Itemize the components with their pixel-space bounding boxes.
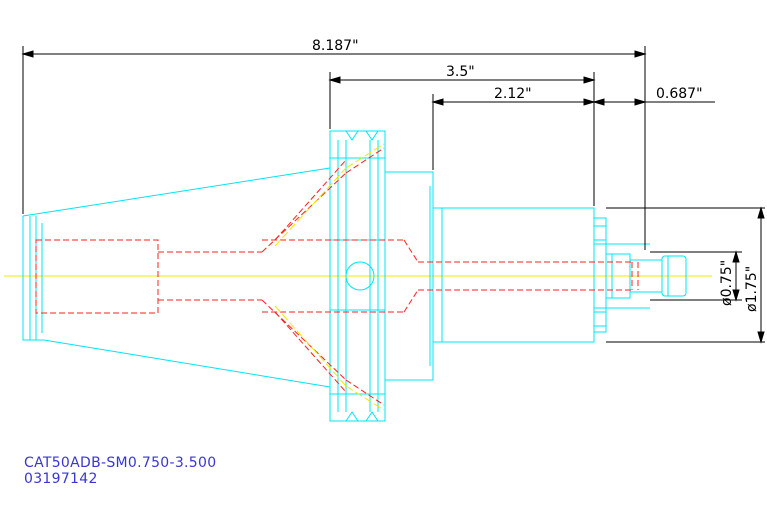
construction-lines (274, 143, 385, 411)
nose (593, 217, 607, 333)
dim-tool-extension: 0.687" (656, 86, 703, 102)
body (432, 207, 595, 343)
hidden-lines (35, 147, 639, 406)
dim-nose-diameter: ø1.75" (744, 266, 760, 312)
dim-bore-diameter: ø0.75" (719, 260, 735, 306)
holder-outline (22, 130, 687, 422)
dim-overall-length: 8.187" (312, 38, 359, 54)
taper-shank (22, 216, 331, 388)
serial-number-label: 03197142 (24, 471, 98, 487)
dimension-lines (21, 46, 765, 344)
dim-gauge-length: 3.5" (446, 64, 475, 80)
drive-slot (345, 261, 375, 291)
dim-body-length: 2.12" (494, 86, 532, 102)
part-number-label: CAT50ADB-SM0.750-3.500 (24, 455, 217, 471)
